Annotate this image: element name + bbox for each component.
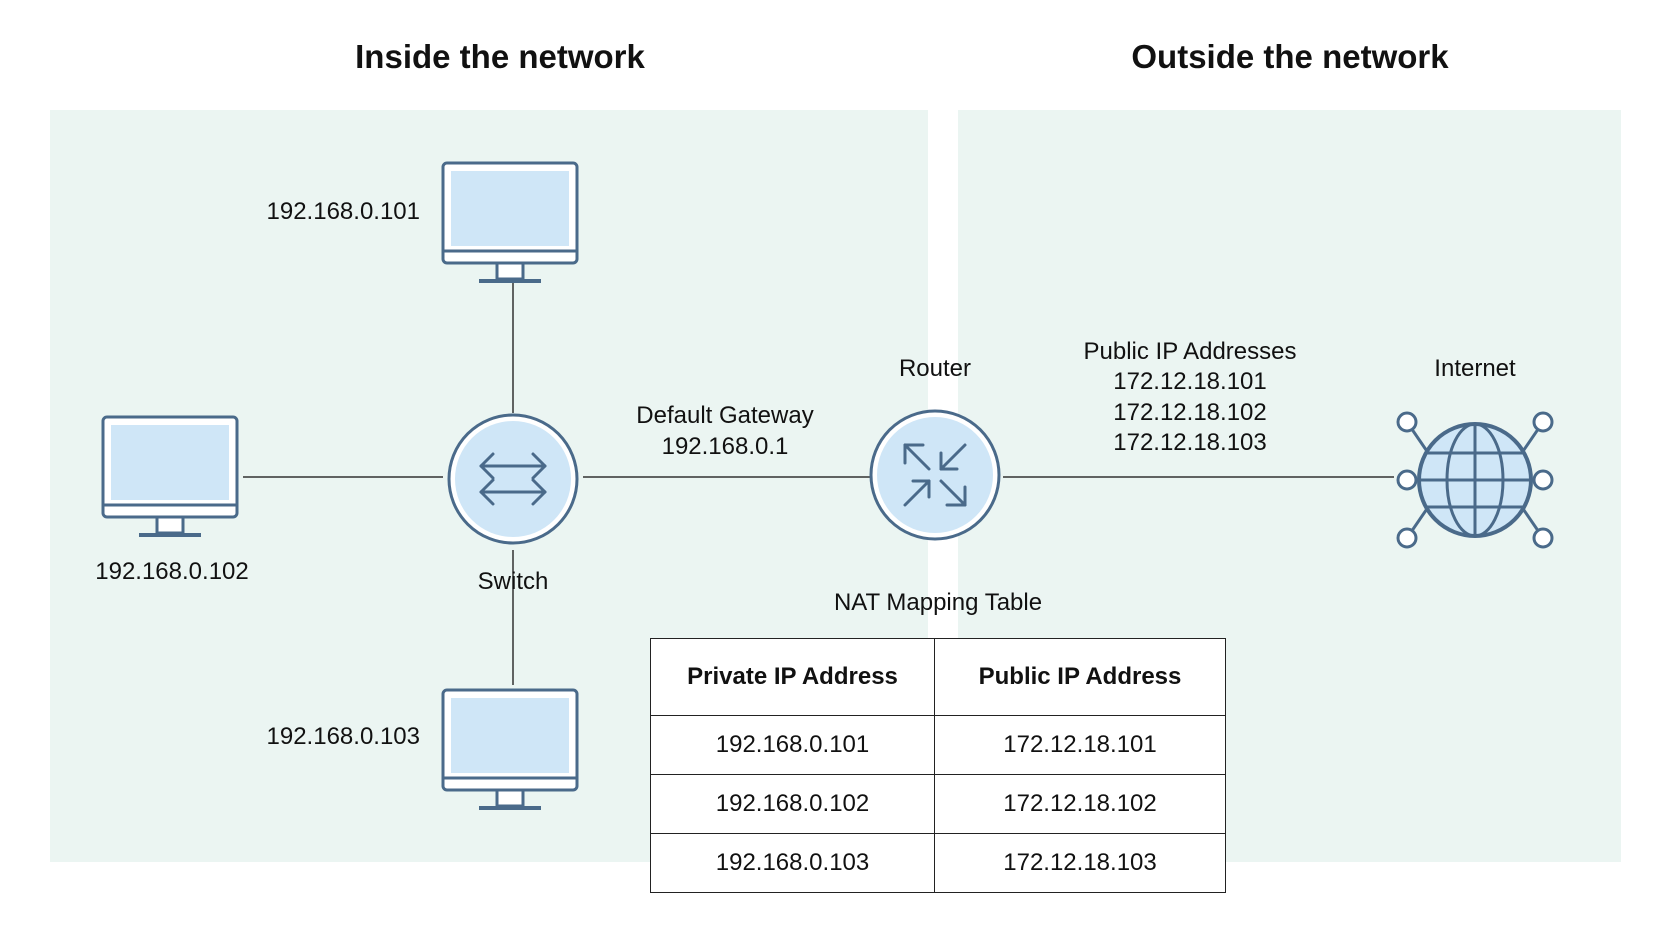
monitor-icon <box>441 161 579 283</box>
pc2-ip-label: 192.168.0.102 <box>95 558 249 585</box>
private-ip-cell: 192.168.0.102 <box>650 774 935 834</box>
public-ip-item: 172.12.18.101 <box>1113 368 1267 395</box>
router-arrows-icon <box>869 409 1001 541</box>
monitor-icon <box>441 688 579 810</box>
private-ip-cell: 192.168.0.103 <box>650 833 935 893</box>
private-ip-cell: 192.168.0.101 <box>650 715 935 775</box>
gateway-ip: 192.168.0.1 <box>661 433 789 460</box>
gateway-title: Default Gateway <box>636 402 814 429</box>
column-header-public-ip: Public IP Address <box>934 638 1226 716</box>
router-label: Router <box>898 355 972 382</box>
nat-mapping-table: Private IP Address Public IP Address 192… <box>650 638 1226 893</box>
public-ip-item: 172.12.18.102 <box>1113 399 1267 426</box>
inside-network-heading: Inside the network <box>355 38 645 75</box>
switch-label: Switch <box>477 568 549 595</box>
public-ip-cell: 172.12.18.103 <box>934 833 1226 893</box>
pc3-ip-label: 192.168.0.103 <box>266 723 420 750</box>
table-row: 192.168.0.103 172.12.18.103 <box>650 833 1226 893</box>
table-row: 192.168.0.101 172.12.18.101 <box>650 715 1226 775</box>
switch-arrows-icon <box>447 413 579 545</box>
outside-network-heading: Outside the network <box>1131 38 1449 75</box>
nat-table-title: NAT Mapping Table <box>833 589 1043 616</box>
public-ip-cell: 172.12.18.101 <box>934 715 1226 775</box>
monitor-icon <box>101 415 239 537</box>
table-header-row: Private IP Address Public IP Address <box>650 638 1226 716</box>
public-ip-item: 172.12.18.103 <box>1113 429 1267 456</box>
public-ip-cell: 172.12.18.102 <box>934 774 1226 834</box>
pc1-ip-label: 192.168.0.101 <box>266 198 420 225</box>
public-ips-title: Public IP Addresses <box>1083 338 1297 365</box>
connection-lines <box>243 283 1394 685</box>
column-header-private-ip: Private IP Address <box>650 638 935 716</box>
globe-network-icon <box>1396 411 1554 549</box>
internet-label: Internet <box>1434 355 1516 382</box>
table-row: 192.168.0.102 172.12.18.102 <box>650 774 1226 834</box>
